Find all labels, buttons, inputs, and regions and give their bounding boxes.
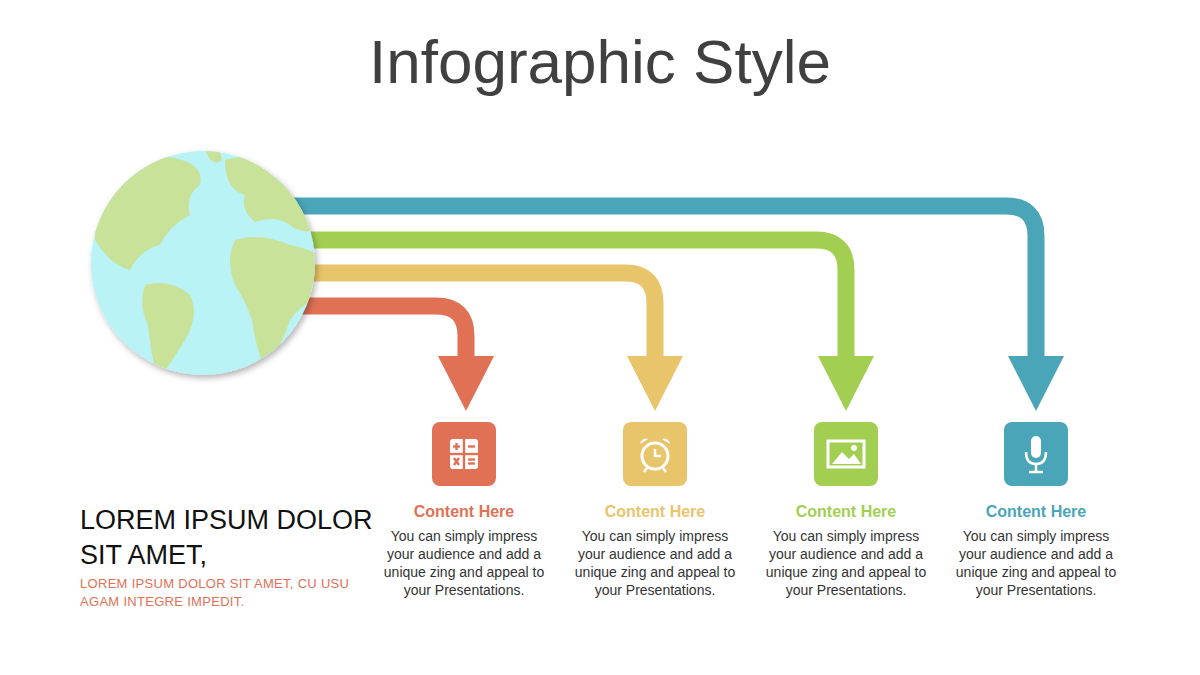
icon-box [1004, 422, 1068, 486]
item-body: You can simply impress your audience and… [379, 527, 549, 599]
icon-box [814, 422, 878, 486]
arrow-line [260, 240, 846, 360]
content-item: Content HereYou can simply impress your … [560, 422, 750, 599]
globe [91, 149, 330, 380]
item-body: You can simply impress your audience and… [570, 527, 740, 599]
arrow-line [260, 273, 655, 360]
arrow-head [438, 356, 494, 411]
item-body: You can simply impress your audience and… [951, 527, 1121, 599]
content-item: Content HereYou can simply impress your … [751, 422, 941, 599]
slide-title: Infographic Style [0, 28, 1200, 96]
heading-label: LOREM IPSUM DOLOR SIT AMET, [80, 503, 380, 573]
arrow-head [1008, 356, 1064, 411]
arrow-head [627, 356, 683, 411]
item-body: You can simply impress your audience and… [761, 527, 931, 599]
arrow-head [818, 356, 874, 411]
content-item: Content HereYou can simply impress your … [369, 422, 559, 599]
icon-box [432, 422, 496, 486]
icon-box [623, 422, 687, 486]
item-heading: Content Here [560, 502, 750, 521]
item-heading: Content Here [369, 502, 559, 521]
subtitle-label: LOREM IPSUM DOLOR SIT AMET, CU USU AGAM … [80, 575, 380, 611]
item-heading: Content Here [941, 502, 1131, 521]
item-heading: Content Here [751, 502, 941, 521]
content-item: Content HereYou can simply impress your … [941, 422, 1131, 599]
arrow-line [260, 206, 1036, 360]
